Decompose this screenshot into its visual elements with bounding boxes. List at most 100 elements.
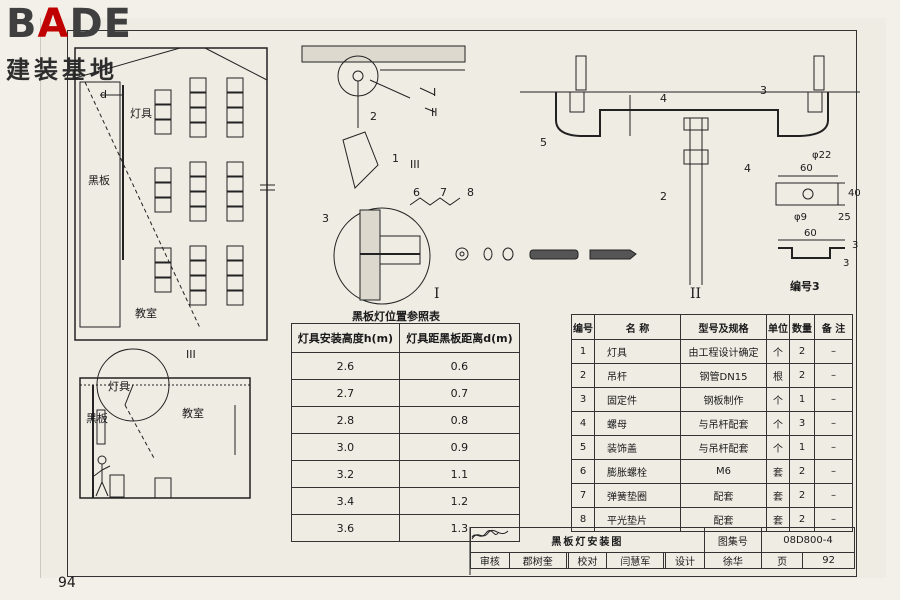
table-cell: 2 (571, 363, 595, 388)
table-cell: 灯具 (594, 339, 681, 364)
detail-3-dim-25: 25 (838, 212, 851, 223)
reviewer-name: 郡树奎 (508, 552, 567, 569)
detail-I-callout-6: 6 (413, 186, 420, 199)
logo-brand-prefix: B (6, 1, 38, 47)
detail-3-dim-3b: 3 (843, 258, 850, 269)
table-cell: – (814, 387, 853, 412)
table-cell: 1 (789, 387, 815, 412)
table-cell: 膨胀螺栓 (594, 459, 681, 484)
section-detail-ref: III (186, 348, 196, 361)
desk-grid (154, 77, 244, 306)
table-cell: 个 (766, 339, 790, 364)
table-cell: 3.6 (291, 514, 400, 542)
ref-table-title: 黑板灯位置参照表 (352, 310, 440, 323)
table-cell: 螺母 (594, 411, 681, 436)
checker-signature-mark (471, 529, 499, 538)
detail-I-callout-8: 8 (467, 186, 474, 199)
logo-brand-highlight: A (37, 1, 70, 47)
table-cell: 3 (571, 387, 595, 412)
section-label-lamp: 灯具 (108, 380, 130, 393)
table-cell: 2 (789, 339, 815, 364)
table-cell: 7 (571, 483, 595, 508)
detail-3-dim-phi22: φ22 (812, 150, 832, 161)
table-cell: 1.1 (398, 460, 521, 488)
detail-I-callout-3: 3 (322, 212, 329, 225)
detail-I-name: I (434, 286, 440, 302)
page-number: 94 (58, 575, 76, 591)
atlas-number: 08D800-4 (760, 527, 856, 553)
table-cell: 2 (789, 459, 815, 484)
detail-II-callout-4a: 4 (660, 92, 667, 105)
parts-table-header-row: 编号 名 称 型号及规格 单位 数量 备 注 (571, 314, 853, 340)
table-cell: 1 (789, 435, 815, 460)
table-cell: 2.7 (291, 379, 400, 407)
table-cell: 0.8 (398, 406, 521, 434)
design-label: 设计 (665, 552, 705, 569)
detail-II-callout-3: 3 (760, 84, 767, 97)
table-cell: – (814, 483, 853, 508)
detail-3-name: 编号3 (790, 280, 820, 293)
logo-brand-suffix: DE (69, 1, 132, 47)
page-label: 页 (760, 552, 804, 569)
checker-name: 闫慧军 (606, 552, 665, 569)
detail-I-callout-7: 7 (440, 186, 447, 199)
table-cell: 与吊杆配套 (680, 411, 767, 436)
table-cell: 3.2 (291, 460, 400, 488)
table-cell: 弹簧垫圈 (594, 483, 681, 508)
table-cell: – (814, 459, 853, 484)
detail-3-dim-60b: 60 (804, 228, 817, 239)
parts-header-qty: 数量 (789, 314, 815, 340)
table-cell: 钢板制作 (680, 387, 767, 412)
title-block-table: 黑板灯安装图 图集号 08D800-4 审核 郡树奎 校对 闫慧军 设计 徐华 … (470, 527, 856, 569)
drawing-frame (67, 30, 857, 577)
designer-name: 徐华 (703, 552, 762, 569)
blackboard-wall-zone (79, 81, 121, 328)
bade-logo: BADE 建装基地 (6, 4, 132, 85)
detail-III-callout-1: 1 (392, 152, 399, 165)
section-label-board: 黑板 (86, 412, 108, 425)
table-cell: 5 (571, 435, 595, 460)
parts-header-note: 备 注 (814, 314, 853, 340)
detail-3-dim-3a: 3 (852, 240, 859, 251)
table-cell: 个 (766, 411, 790, 436)
logo-brand: BADE (6, 4, 132, 44)
detail-3-dim-40: 40 (848, 188, 861, 199)
plan-label-lamp: 灯具 (130, 107, 152, 120)
parts-header-unit: 单位 (766, 314, 790, 340)
plan-label-d: d (100, 88, 107, 101)
detail-III-marker (96, 348, 170, 422)
table-cell: 由工程设计确定 (680, 339, 767, 364)
table-cell: 固定件 (594, 387, 681, 412)
table-cell: 3 (789, 411, 815, 436)
ref-header-height: 灯具安装高度h(m) (291, 323, 400, 353)
parts-header-no: 编号 (571, 314, 595, 340)
decorative-cover-profile (555, 92, 829, 137)
table-cell: – (814, 339, 853, 364)
plan-label-board: 黑板 (88, 174, 110, 187)
table-cell: 0.7 (398, 379, 521, 407)
detail-II-callout-5: 5 (540, 136, 547, 149)
check-label: 校对 (567, 552, 608, 569)
table-cell: 0.6 (398, 352, 521, 380)
atlas-label: 图集号 (703, 527, 762, 553)
detail-III-callout-I: I (433, 86, 437, 99)
detail-3-dim-60a: 60 (800, 163, 813, 174)
table-cell: 2.6 (291, 352, 400, 380)
parts-header-spec: 型号及规格 (680, 314, 767, 340)
table-cell: 套 (766, 483, 790, 508)
table-cell: M6 (680, 459, 767, 484)
table-cell: 配套 (680, 483, 767, 508)
table-cell: – (814, 363, 853, 388)
plan-label-room: 教室 (135, 307, 157, 320)
